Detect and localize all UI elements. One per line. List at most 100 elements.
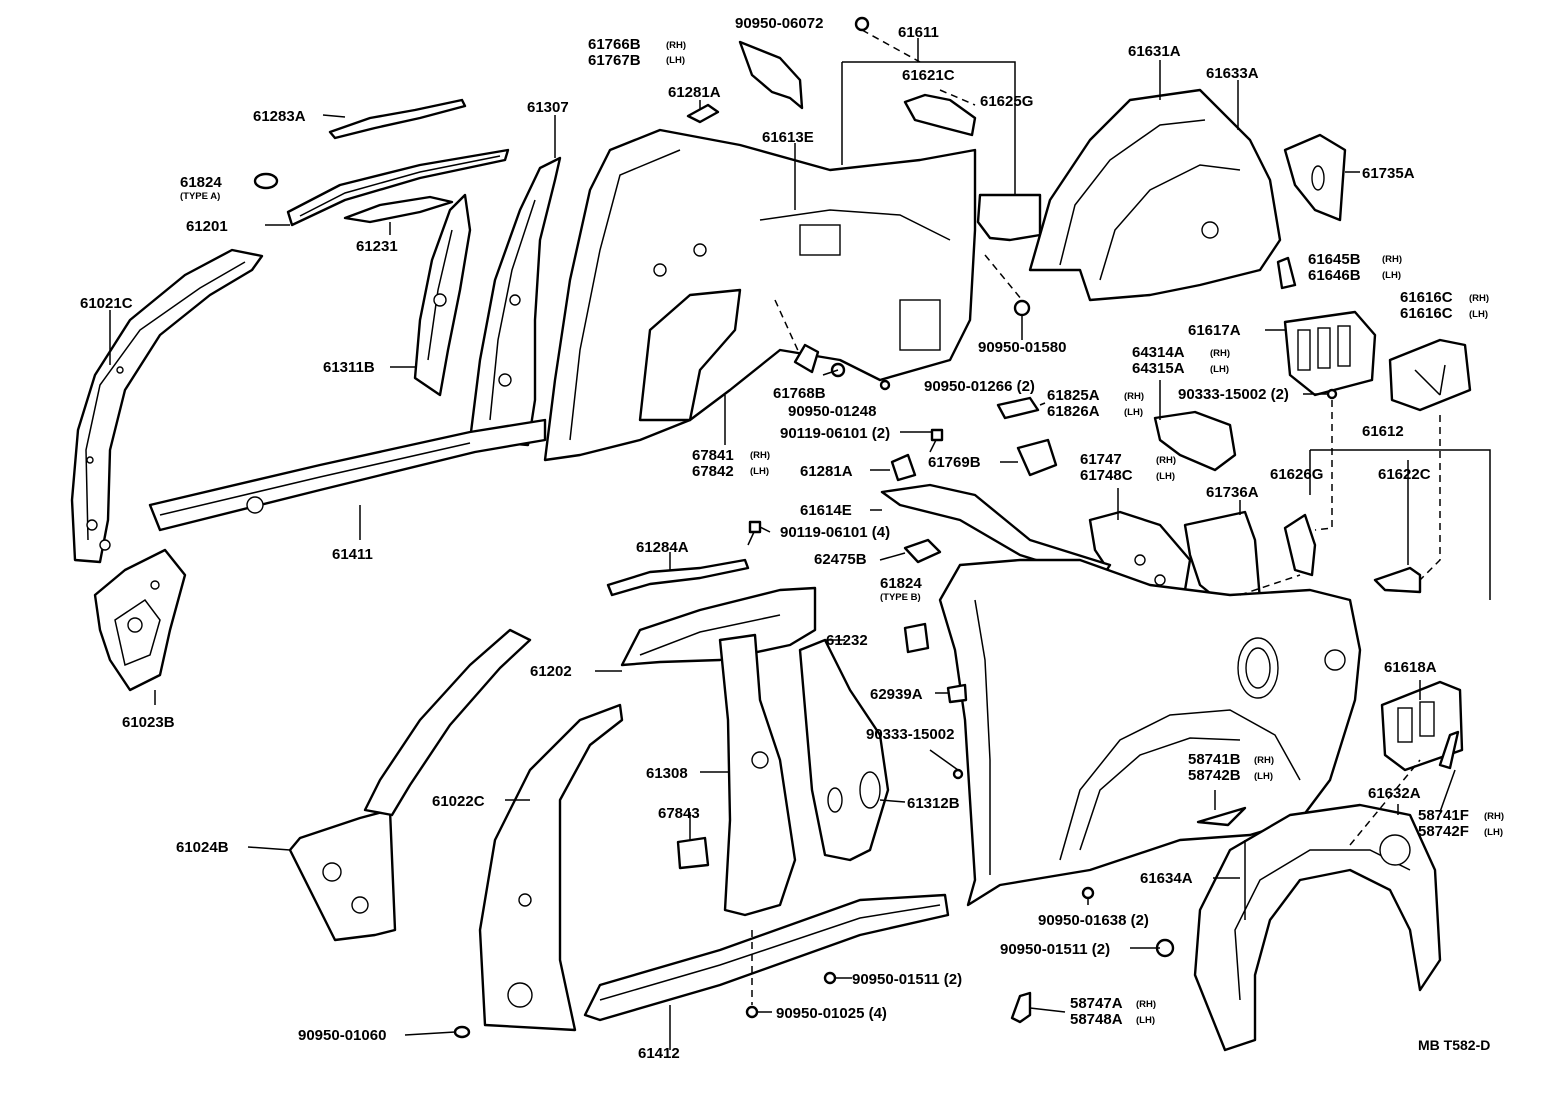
label-61747: 61747 xyxy=(1080,451,1122,468)
part-61021C-front-pillar[interactable] xyxy=(70,248,264,564)
label-61767B-lh: (LH) xyxy=(666,55,685,66)
label-61826A: 61826A xyxy=(1047,403,1100,420)
part-61768B-bracket[interactable] xyxy=(793,343,820,374)
label-61748C-lh: (LH) xyxy=(1156,471,1175,482)
label-58747A-rh: (RH) xyxy=(1136,999,1156,1010)
part-61632A-wheel-house-inner[interactable] xyxy=(1193,803,1442,1052)
part-61202-roof-rail-outer[interactable] xyxy=(620,586,817,667)
label-61824-type-b: 61824 xyxy=(880,575,922,592)
label-58742B-lh: (LH) xyxy=(1254,771,1273,782)
label-90119-06101-2: 90119-06101 (2) xyxy=(780,425,890,442)
part-62939A-cover[interactable] xyxy=(946,683,968,704)
part-90950-01266-plug[interactable] xyxy=(879,379,891,391)
label-58747A: 58747A xyxy=(1070,995,1123,1012)
part-61024B-hinge-pillar[interactable] xyxy=(288,808,397,942)
label-61281A-middle: 61281A xyxy=(800,463,853,480)
label-61768B: 61768B xyxy=(773,385,826,402)
label-64315A: 64315A xyxy=(1132,360,1185,377)
label-90950-01511-a: 90950-01511 (2) xyxy=(1000,941,1110,958)
label-61631A: 61631A xyxy=(1128,43,1181,60)
part-61308-center-pillar-reinforcement[interactable] xyxy=(718,633,797,917)
label-67842-lh: (LH) xyxy=(750,466,769,477)
part-90950-01511-plug-a[interactable] xyxy=(823,971,837,985)
label-61824-type-a: 61824 xyxy=(180,174,222,191)
label-61283A: 61283A xyxy=(253,108,306,125)
part-90950-01025-plug[interactable] xyxy=(745,1005,759,1019)
part-61412-rocker-outer[interactable] xyxy=(583,893,950,1022)
part-61307-center-pillar[interactable] xyxy=(468,156,562,447)
part-61311B-center-pillar-inner[interactable] xyxy=(413,193,472,397)
label-67841-rh: (RH) xyxy=(750,450,770,461)
part-62475B-cover[interactable] xyxy=(903,538,942,564)
part-67843-pad[interactable] xyxy=(676,836,710,870)
part-90333-15002-grommet-a[interactable] xyxy=(1326,388,1338,400)
label-64315A-lh: (LH) xyxy=(1210,364,1229,375)
part-61618A-panel[interactable] xyxy=(1380,680,1464,772)
label-61411: 61411 xyxy=(332,546,373,563)
label-61613E: 61613E xyxy=(762,129,814,146)
part-61824-type-b-cap[interactable] xyxy=(903,622,930,654)
label-64314A-rh: (RH) xyxy=(1210,348,1230,359)
part-61612-quarter-outer-panel[interactable] xyxy=(938,558,1362,907)
part-64314A-gusset[interactable] xyxy=(1153,410,1237,472)
part-58741B-pad[interactable] xyxy=(1196,806,1247,827)
part-61024B-upper-rail[interactable] xyxy=(363,628,532,817)
label-58742F: 58742F xyxy=(1418,823,1469,840)
label-61735A: 61735A xyxy=(1362,165,1415,182)
label-90950-01638: 90950-01638 (2) xyxy=(1038,912,1149,929)
part-61825A-pad[interactable] xyxy=(996,396,1040,420)
part-61616C-panel[interactable] xyxy=(1388,338,1472,412)
part-61631A-wheel-house[interactable] xyxy=(1028,88,1282,302)
part-61283A[interactable] xyxy=(328,98,467,140)
part-90950-01580-plug[interactable] xyxy=(1013,299,1031,317)
label-61767B: 61767B xyxy=(588,52,641,69)
label-61748C: 61748C xyxy=(1080,467,1133,484)
part-61312B-center-pillar-outer[interactable] xyxy=(798,638,890,862)
label-67841: 67841 xyxy=(692,447,734,464)
part-61613E-extension[interactable] xyxy=(976,193,1042,242)
part-61824-type-a-cap[interactable] xyxy=(253,172,279,190)
part-90950-06072-plug[interactable] xyxy=(854,16,870,32)
part-90333-15002-grommet-b[interactable] xyxy=(952,768,964,780)
part-61281A-bracket-middle[interactable] xyxy=(890,453,917,482)
label-61307: 61307 xyxy=(527,99,569,116)
bolt-90119-06101-2[interactable] xyxy=(929,428,944,453)
part-90950-01060-plug[interactable] xyxy=(453,1025,471,1039)
part-58741F-strip[interactable] xyxy=(1438,730,1460,770)
label-61826A-lh: (LH) xyxy=(1124,407,1143,418)
part-61626G-bracket[interactable] xyxy=(1283,513,1317,577)
part-61645B-clip[interactable] xyxy=(1276,256,1297,290)
label-90950-06072: 90950-06072 xyxy=(735,15,823,32)
part-61769B-bracket[interactable] xyxy=(1016,438,1058,477)
label-90950-01248: 90950-01248 xyxy=(788,403,876,420)
label-61612: 61612 xyxy=(1362,423,1404,440)
part-61231[interactable] xyxy=(343,195,454,224)
label-90333-15002-a: 90333-15002 (2) xyxy=(1178,386,1289,403)
part-61023B[interactable] xyxy=(93,548,187,692)
part-61284A-reinforcement[interactable] xyxy=(606,558,750,597)
label-61616C-rh: 61616C xyxy=(1400,289,1453,306)
part-61411-rocker-panel[interactable] xyxy=(148,418,547,532)
label-67842: 67842 xyxy=(692,463,734,480)
label-90119-06101-4: 90119-06101 (4) xyxy=(780,524,890,541)
part-61735A-bracket[interactable] xyxy=(1283,133,1347,222)
label-61645B-rh: (RH) xyxy=(1382,254,1402,265)
part-61621C-bracket[interactable] xyxy=(903,93,977,137)
part-61201-roof-rail[interactable] xyxy=(286,148,510,227)
part-58747A-strip[interactable] xyxy=(1010,991,1032,1024)
part-61622C-bracket[interactable] xyxy=(1373,566,1422,594)
part-61611-quarter-panel[interactable] xyxy=(543,128,977,462)
label-61231: 61231 xyxy=(356,238,398,255)
part-61766B-bracket[interactable] xyxy=(738,40,804,110)
label-61825A: 61825A xyxy=(1047,387,1100,404)
label-61284A: 61284A xyxy=(636,539,689,556)
part-61022C-front-pillar-lower[interactable] xyxy=(478,703,624,1032)
label-61312B: 61312B xyxy=(907,795,960,812)
label-61616C-lh-tag: (LH) xyxy=(1469,309,1488,320)
part-61281A-bracket-upper[interactable] xyxy=(686,103,720,124)
part-61617A-panel[interactable] xyxy=(1283,310,1377,397)
bolt-90119-06101-4[interactable] xyxy=(747,520,762,546)
label-61646B: 61646B xyxy=(1308,267,1361,284)
label-61625G: 61625G xyxy=(980,93,1033,110)
part-90950-01638-plug[interactable] xyxy=(1081,886,1095,900)
